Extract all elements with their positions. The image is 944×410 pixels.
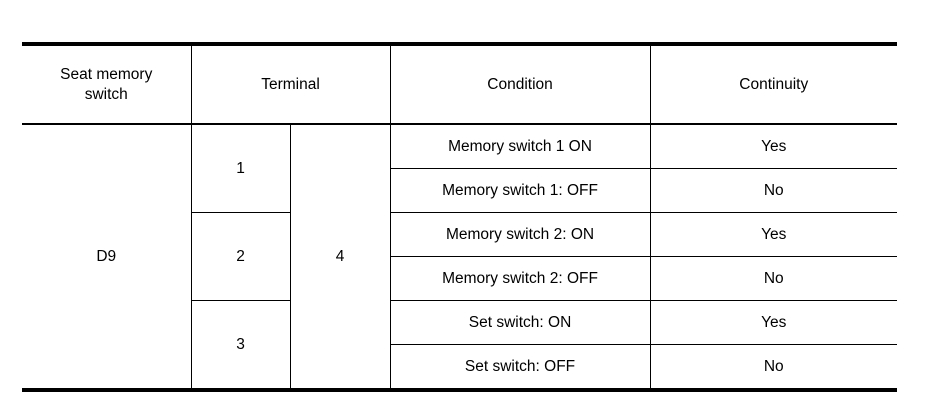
cell-connector-id: D9	[22, 123, 192, 392]
cell-condition: Set switch: OFF	[389, 344, 651, 392]
cell-condition: Memory switch 1: OFF	[389, 168, 651, 213]
header-continuity: Continuity	[649, 42, 898, 125]
cell-condition: Memory switch 2: OFF	[389, 256, 651, 301]
header-seat-memory-switch-line2: switch	[84, 85, 128, 103]
continuity-table: Seat memory switch Terminal Condition Co…	[22, 42, 898, 392]
table-header-row: Seat memory switch Terminal Condition Co…	[22, 42, 898, 125]
cell-continuity: No	[649, 168, 898, 213]
cell-terminal-2: 2	[190, 212, 291, 301]
table-row: Set switch: OFF No	[22, 344, 898, 392]
cell-condition: Memory switch 1 ON	[389, 123, 651, 169]
table-row: D9 1 4 Memory switch 1 ON Yes	[22, 123, 898, 392]
header-condition: Condition	[389, 42, 651, 125]
cell-terminal-common: 4	[289, 123, 391, 392]
cell-terminal-1: 1	[190, 123, 291, 213]
continuity-table-container: Seat memory switch Terminal Condition Co…	[22, 42, 898, 392]
cell-continuity: Yes	[649, 300, 898, 345]
cell-continuity: Yes	[649, 212, 898, 257]
table-row: 3 Set switch: ON Yes	[22, 300, 898, 392]
cell-condition: Set switch: ON	[389, 300, 651, 345]
cell-continuity: Yes	[649, 123, 898, 169]
cell-terminal-3: 3	[190, 300, 291, 392]
header-seat-memory-switch: Seat memory switch	[22, 42, 192, 125]
cell-condition: Memory switch 2: ON	[389, 212, 651, 257]
cell-continuity: No	[649, 256, 898, 301]
header-terminal: Terminal	[190, 42, 391, 125]
cell-continuity: No	[649, 344, 898, 392]
header-seat-memory-switch-line1: Seat memory	[60, 66, 153, 84]
